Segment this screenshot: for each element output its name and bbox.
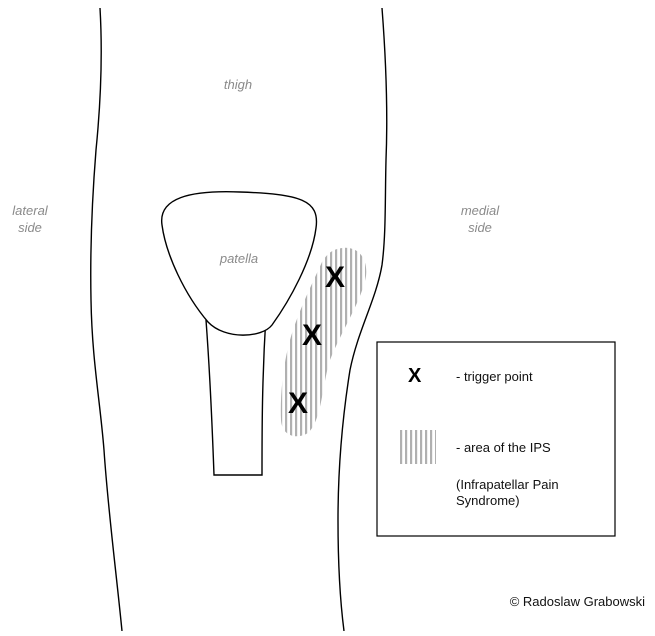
copyright-text: © Radoslaw Grabowski xyxy=(510,594,645,609)
leg-outline-left xyxy=(91,8,122,631)
patella-label: patella xyxy=(212,250,266,267)
legend-trigger-symbol: X xyxy=(408,366,421,386)
lateral-label-line1: lateral xyxy=(4,202,56,219)
lateral-side-label: lateral side xyxy=(4,202,56,236)
legend-trigger-text: - trigger point xyxy=(456,369,533,385)
legend-area-text: - area of the IPS xyxy=(456,440,551,456)
lateral-label-line2: side xyxy=(4,219,56,236)
trigger-point-mark: X xyxy=(302,321,322,351)
legend-ips-note: (Infrapatellar Pain Syndrome) xyxy=(456,477,559,509)
patellar-tendon xyxy=(206,315,266,475)
thigh-label: thigh xyxy=(218,76,258,93)
legend-note-line2: Syndrome) xyxy=(456,493,559,509)
medial-side-label: medial side xyxy=(452,202,508,236)
legend-note-line1: (Infrapatellar Pain xyxy=(456,477,559,493)
trigger-point-mark: X xyxy=(288,389,308,419)
medial-label-line2: side xyxy=(452,219,508,236)
medial-label-line1: medial xyxy=(452,202,508,219)
legend-hatch-swatch xyxy=(400,430,436,464)
trigger-point-mark: X xyxy=(325,263,345,293)
